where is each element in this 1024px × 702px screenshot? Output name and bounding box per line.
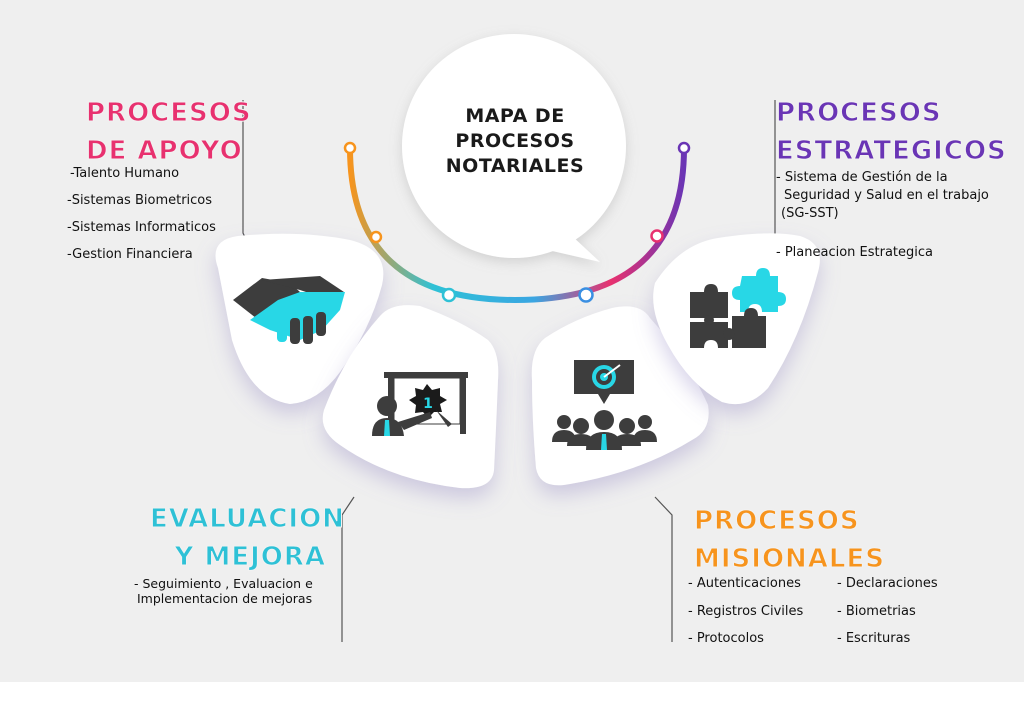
arc-node-blue [578,287,594,303]
estrategicos-item-4: - Planeacion Estrategica [776,245,933,260]
estrategicos-item-3: (SG-SST) [781,206,839,221]
misionales-right-item-1: - Declaraciones [837,576,938,591]
diagram-art: 1 [215,34,820,642]
connector-evaluacion [341,496,355,642]
misionales-left-item-2: - Registros Civiles [688,604,804,619]
heading-misionales-line-2: MISIONALES [694,544,885,575]
heading-apoyo-line-2: DE APOYO [86,136,243,167]
handshake-icon [233,276,345,344]
title-bubble [402,34,626,262]
misionales-left-item-3: - Protocolos [688,631,764,646]
team-target-icon [552,360,657,450]
apoyo-item-3: -Sistemas Informaticos [67,220,216,235]
process-arc [347,145,687,304]
heading-apoyo-line-1: PROCESOS [86,98,252,129]
heading-estrategicos-line-1: PROCESOS [776,98,942,129]
heading-evaluacion-line-1: EVALUACION [150,504,345,535]
title-line-2: PROCESOS [455,130,575,152]
title-line-1: MAPA DE [465,105,565,127]
svg-text:1: 1 [423,396,433,412]
diagram-stage: 1 [0,0,1024,682]
connector-misionales [654,496,673,642]
heading-misionales-line-1: PROCESOS [694,506,860,537]
evaluacion-item-2: Implementacion de mejoras [137,591,313,606]
arc-node-orange-2 [369,230,383,244]
heading-evaluacion: EVALUACION Y MEJORA [150,500,345,576]
presentation-award-icon: 1 [372,372,468,436]
heading-evaluacion-line-2: Y MEJORA [174,542,326,573]
estrategicos-item-1: - Sistema de Gestión de la [776,170,948,185]
title-line-3: NOTARIALES [445,155,585,177]
misionales-right-item-2: - Biometrias [837,604,916,619]
arc-node-cyan [441,287,457,303]
apoyo-item-1: -Talento Humano [70,166,180,181]
arc-node-pink [650,229,664,243]
heading-estrategicos: PROCESOS ESTRATEGICOS [776,94,1007,170]
arc-nodes [343,141,691,303]
misionales-left-item-1: - Autenticaciones [688,576,801,591]
heading-estrategicos-line-2: ESTRATEGICOS [776,136,1007,167]
arc-node-purple [677,141,691,155]
evaluacion-item-1: - Seguimiento , Evaluacion e [134,576,313,591]
connector-estrategicos [767,100,776,251]
page-title: MAPA DE PROCESOS NOTARIALES [420,104,610,179]
heading-apoyo: PROCESOS DE APOYO [86,94,252,170]
apoyo-item-2: -Sistemas Biometricos [67,193,213,208]
misionales-right-item-3: - Escrituras [837,631,911,646]
puzzle-icon [690,268,786,348]
arc-node-orange [343,141,357,155]
estrategicos-item-2: Seguridad y Salud en el trabajo [784,188,989,203]
heading-misionales: PROCESOS MISIONALES [694,502,885,578]
apoyo-item-4: -Gestion Financiera [67,247,193,262]
